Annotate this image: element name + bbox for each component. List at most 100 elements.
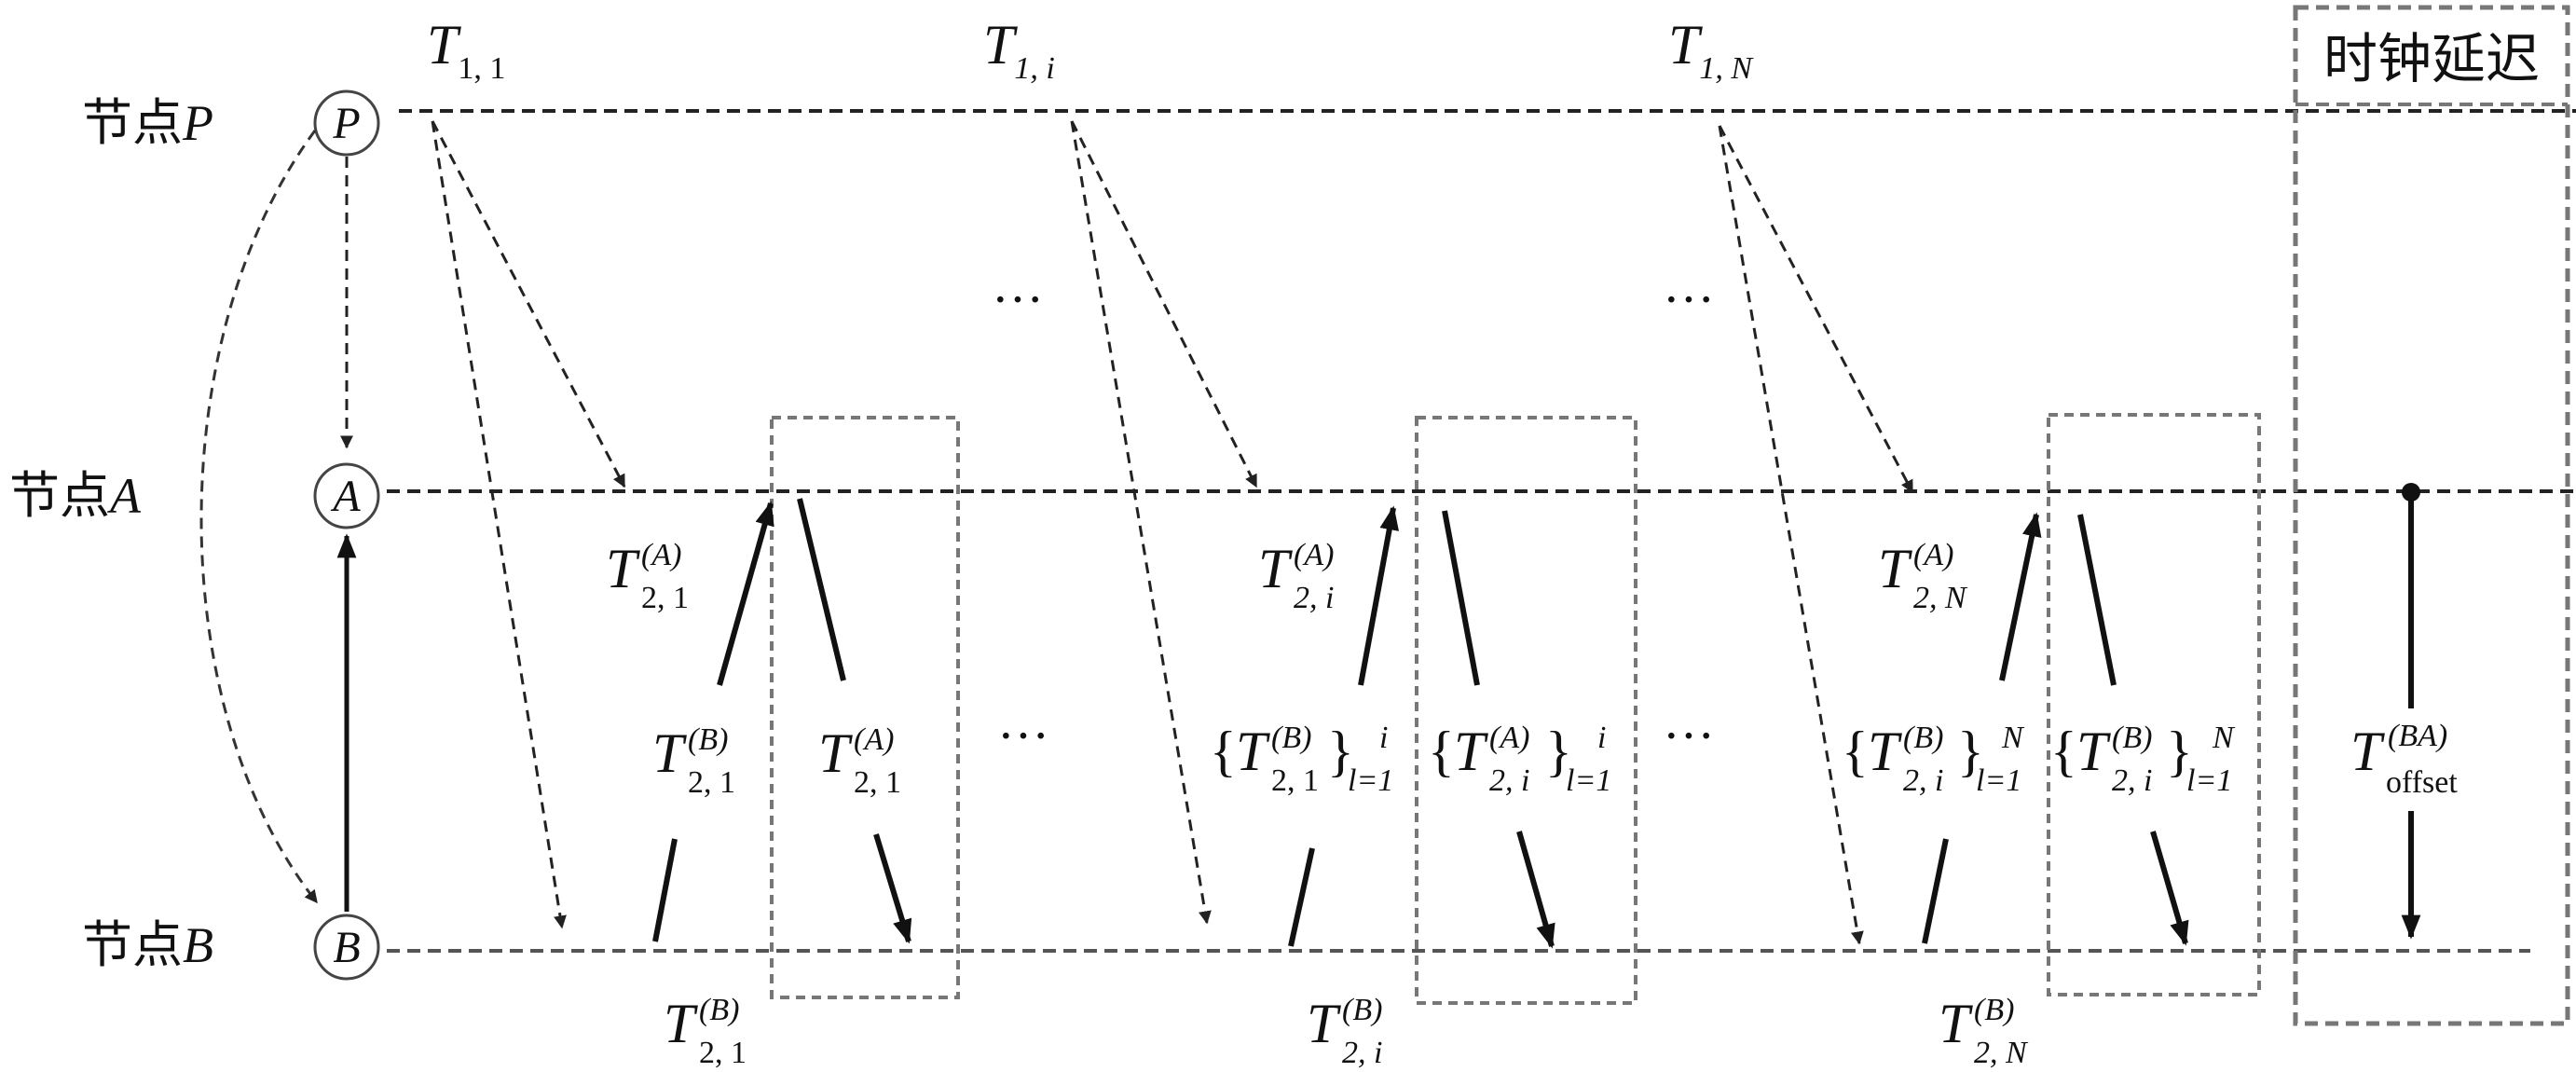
row-label-b-var: B <box>183 917 213 973</box>
label-t2b-bottom-round-1-sup: (B) <box>699 993 739 1027</box>
round-i-up-arrow-upper <box>1358 505 1399 686</box>
label-down-round-1-sup: (A) <box>854 722 894 757</box>
clock-delay-label: 时钟延迟 <box>2323 27 2540 90</box>
label-down-round-i-sub: 2, i <box>1489 763 1529 798</box>
node-b: B 节点B <box>82 914 380 981</box>
label-down-round-n-open-brace: { <box>2050 721 2077 782</box>
node-p-circle <box>313 89 380 157</box>
label-offset: T (BA) offset <box>2350 719 2458 800</box>
offset-arrow-start-dot <box>2402 483 2420 502</box>
label-t2a-round-1-sub: 2, 1 <box>641 581 689 615</box>
label-down-round-n: { T (B) 2, i } N l=1 <box>2050 721 2236 798</box>
round-1-broadcast-to-a <box>431 120 626 488</box>
label-up-round-i-range-sub: l=1 <box>1348 763 1393 798</box>
round-n-box <box>2047 413 2261 996</box>
label-offset-sub: offset <box>2386 765 2458 800</box>
label-t1-round-n-sub: 1, N <box>1699 51 1754 86</box>
label-t2b-bottom-round-1-sub: 2, 1 <box>699 1036 747 1070</box>
label-t2a-round-n-sub: 2, N <box>1913 581 1968 615</box>
label-t2a-round-n-sup: (A) <box>1913 538 1953 572</box>
label-t2a-round-n: T (A) 2, N <box>1878 538 1968 615</box>
label-down-round-1-base: T <box>818 722 853 784</box>
round-n-up-arrow-lower <box>1922 838 1949 944</box>
label-up-round-n-sub: 2, i <box>1903 763 1943 798</box>
round-i-down-arrow-lower <box>1516 831 1555 949</box>
label-up-round-i-close-brace: } <box>1327 721 1354 782</box>
label-down-round-i-range-sup: i <box>1597 721 1606 755</box>
label-up-round-i-open-brace: { <box>1210 721 1237 782</box>
label-t2a-round-i-base: T <box>1258 538 1293 599</box>
row-label-a: 节点A <box>9 466 142 525</box>
round-n-down-arrow-lower <box>2150 831 2189 946</box>
round-1-down-arrow-lower <box>873 833 912 944</box>
label-t2a-round-1: T (A) 2, 1 <box>606 538 689 615</box>
label-up-round-n-open-brace: { <box>1842 721 1869 782</box>
clock-delay-box <box>2293 5 2570 1026</box>
label-t1-round-i-base: T <box>983 14 1018 76</box>
label-up-round-i-base: T <box>1236 721 1270 782</box>
label-down-round-n-sup: (B) <box>2112 721 2152 755</box>
label-up-round-i: { T (B) 2, 1 } i l=1 <box>1210 721 1393 798</box>
node-b-symbol: B <box>333 923 360 972</box>
label-up-round-n-close-brace: } <box>1957 721 1984 782</box>
label-down-round-i-range-sub: l=1 <box>1566 763 1611 798</box>
label-down-round-n-sub: 2, i <box>2112 763 2152 798</box>
row-label-p-var: P <box>182 95 213 151</box>
node-p-symbol: P <box>332 99 360 148</box>
label-t2b-bottom-round-n-sub: 2, N <box>1974 1036 2029 1070</box>
node-a: A 节点A <box>9 462 380 529</box>
label-down-round-i-base: T <box>1454 721 1488 782</box>
label-t1-round-n: T1, N <box>1668 14 1754 86</box>
node-p: P 节点P <box>82 89 380 157</box>
label-up-round-i-range-sup: i <box>1379 721 1388 755</box>
label-t2b-bottom-round-1-base: T <box>664 993 698 1054</box>
label-t1-round-1: T1, 1 <box>427 14 505 86</box>
label-t2a-round-n-base: T <box>1878 538 1912 599</box>
label-t1-round-1-base: T <box>427 14 461 76</box>
row-label-a-text: 节点 <box>9 466 110 525</box>
round-n-broadcast-to-a <box>1718 125 1914 494</box>
node-a-circle <box>313 462 380 529</box>
ellipsis-top-1: ··· <box>992 271 1044 329</box>
label-offset-base: T <box>2350 721 2385 782</box>
label-up-round-n-range-sup: N <box>2001 721 2025 755</box>
label-t2b-bottom-round-n: T (B) 2, N <box>1939 993 2029 1070</box>
label-t2a-round-i-sub: 2, i <box>1294 581 1334 615</box>
round-1-up-arrow-upper <box>717 501 774 686</box>
row-label-a-var: A <box>107 468 142 524</box>
round-1-box <box>770 416 960 999</box>
round-n-up-arrow-upper <box>1999 512 2042 681</box>
label-t1-round-i: T1, i <box>983 14 1055 86</box>
label-t2a-round-1-base: T <box>606 538 640 599</box>
row-label-p-text: 节点 <box>82 93 183 152</box>
round-1 <box>431 120 960 999</box>
round-1-up-arrow-lower <box>652 838 678 942</box>
label-up-round-1-sup: (B) <box>688 722 728 757</box>
label-t2a-round-i: T (A) 2, i <box>1258 538 1334 615</box>
round-1-broadcast-to-b <box>431 120 567 929</box>
label-t1-round-1-sub: 1, 1 <box>458 51 505 86</box>
timelines <box>387 109 2576 953</box>
round-1-down-arrow-upper <box>797 498 846 681</box>
label-up-round-1: T (B) 2, 1 <box>652 722 735 800</box>
label-up-round-1-sub: 2, 1 <box>688 765 735 800</box>
row-label-b-text: 节点 <box>82 915 183 974</box>
label-up-round-i-sup: (B) <box>1271 721 1311 755</box>
node-a-symbol: A <box>330 472 361 521</box>
label-down-round-1: T (A) 2, 1 <box>818 722 901 800</box>
label-down-round-i-open-brace: { <box>1428 721 1455 782</box>
round-i-broadcast-to-a <box>1070 120 1258 488</box>
label-t2b-bottom-round-i: T (B) 2, i <box>1307 993 1382 1070</box>
label-up-round-n-range-sub: l=1 <box>1976 763 2021 798</box>
round-n-broadcast-to-b <box>1718 125 1864 945</box>
label-up-round-i-sub: 2, 1 <box>1271 763 1319 798</box>
label-up-round-n-sup: (B) <box>1903 721 1943 755</box>
label-down-round-i-sup: (A) <box>1489 721 1529 755</box>
round-i <box>1070 120 1637 1005</box>
label-down-round-n-range-sup: N <box>2212 721 2236 755</box>
ellipsis-top-2: ··· <box>1663 271 1715 329</box>
label-up-round-n: { T (B) 2, i } N l=1 <box>1842 721 2025 798</box>
round-n <box>1718 125 2261 996</box>
label-down-round-i: { T (A) 2, i } i l=1 <box>1428 721 1611 798</box>
